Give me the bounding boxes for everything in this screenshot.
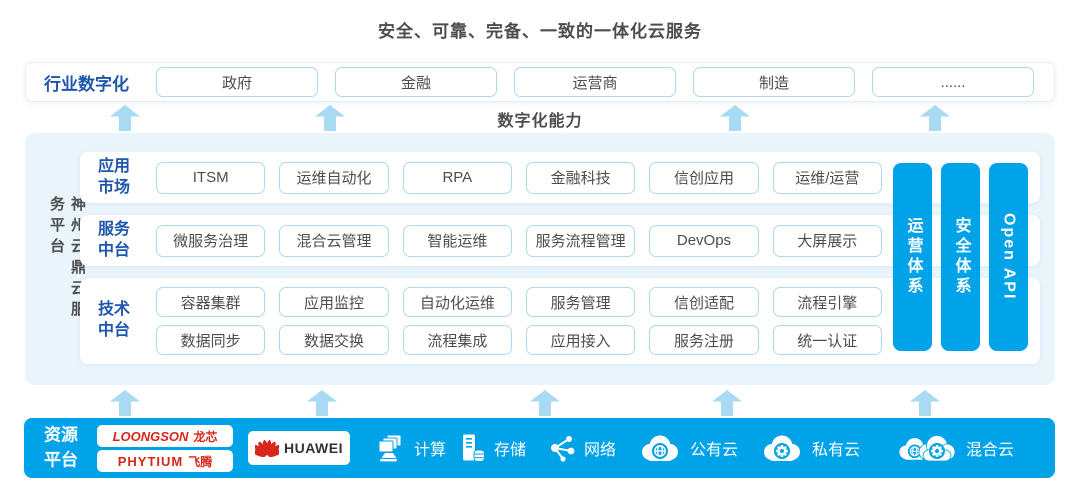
page-title: 安全、可靠、完备、一致的一体化云服务	[378, 22, 702, 41]
resource-item-label: 存储	[494, 442, 527, 459]
loongson-wordmark: LOONGSON	[112, 428, 189, 444]
resource-bar: 资源平台 LOONGSON 龙芯 PHYTIUM 飞腾	[24, 418, 1055, 478]
capability-box: 容器集群	[156, 287, 266, 317]
capability-box: 服务管理	[525, 287, 636, 317]
huawei-flower-icon	[255, 440, 279, 458]
capability-box: DevOps	[649, 224, 759, 257]
industry-row-label: 行业数字化	[44, 74, 129, 94]
loongson-logo: LOONGSON 龙芯	[97, 425, 233, 447]
row-app-market: 应用市场 ITSM 运维自动化 RPA 金融科技 信创应用 运维/运营	[80, 152, 1040, 203]
row-service-platform: 服务中台 微服务治理 混合云管理 智能运维 服务流程管理 DevOps 大屏展示	[80, 215, 1040, 266]
row-label: 技术中台	[98, 301, 131, 339]
capability-label: 数字化能力	[497, 113, 583, 130]
capability-box: 智能运维	[402, 224, 512, 257]
capability-box: 服务流程管理	[525, 224, 636, 257]
capability-box: 大屏展示	[772, 224, 882, 257]
capability-box: 微服务治理	[156, 224, 266, 257]
loongson-cn-label: 龙芯	[193, 429, 218, 444]
industry-item: 制造	[693, 67, 855, 97]
network-icon	[551, 435, 575, 462]
row-label: 服务中台	[98, 220, 131, 259]
capability-box: ITSM	[156, 161, 266, 194]
up-arrow-icon	[307, 390, 337, 416]
industry-item: 金融	[335, 67, 497, 97]
industry-boxes: 政府 金融 运营商 制造 ......	[156, 67, 1034, 97]
row-line: 容器集群 应用监控 自动化运维 服务管理 信创适配 流程引擎	[156, 287, 882, 317]
resource-item-label: 网络	[584, 442, 617, 459]
capability-box: 信创应用	[649, 161, 759, 194]
capability-box: RPA	[402, 161, 512, 194]
capability-box: 混合云管理	[279, 224, 389, 257]
capability-box: 运维/运营	[772, 161, 882, 194]
compute-icon	[378, 434, 402, 462]
industry-item: 运营商	[514, 67, 676, 97]
capability-box: 数据同步	[156, 325, 266, 355]
pillar-open-api: Open API	[989, 163, 1028, 351]
resource-item-storage: 存储	[458, 418, 526, 478]
huawei-wordmark: HUAWEI	[284, 440, 343, 456]
capability-box: 应用监控	[279, 287, 389, 317]
capability-box: 流程集成	[402, 325, 512, 355]
resource-item-private-cloud: 私有云	[760, 418, 860, 478]
phytium-logo: PHYTIUM 飞腾	[97, 450, 233, 472]
capability-box: 应用接入	[525, 325, 636, 355]
platform-rows: 应用市场 ITSM 运维自动化 RPA 金融科技 信创应用 运维/运营 服务中台…	[80, 133, 1040, 385]
capability-box: 信创适配	[649, 287, 759, 317]
capability-box: 统一认证	[772, 325, 882, 355]
industry-item: ......	[872, 67, 1034, 97]
up-arrow-icon	[712, 390, 742, 416]
resource-item-network: 网络	[548, 418, 616, 478]
phytium-cn-label: 飞腾	[188, 454, 213, 469]
row-tech-platform: 技术中台 容器集群 应用监控 自动化运维 服务管理 信创适配 流程引擎 数据同步…	[80, 278, 1040, 364]
capability-box: 服务注册	[649, 325, 759, 355]
pillar-operation-system: 运营体系	[893, 163, 932, 351]
resource-item-compute: 计算	[376, 418, 446, 478]
row-label: 应用市场	[98, 157, 131, 196]
public-cloud-icon	[642, 435, 678, 461]
resource-item-hybrid-cloud: 混合云	[896, 418, 1014, 478]
row-lines: 容器集群 应用监控 自动化运维 服务管理 信创适配 流程引擎 数据同步 数据交换…	[156, 287, 882, 355]
storage-icon	[463, 434, 485, 462]
resource-item-label: 混合云	[966, 442, 1015, 459]
row-line: 数据同步 数据交换 流程集成 应用接入 服务注册 统一认证	[156, 325, 882, 355]
row-boxes: 微服务治理 混合云管理 智能运维 服务流程管理 DevOps 大屏展示	[156, 224, 882, 257]
resource-item-label: 计算	[414, 442, 447, 459]
huawei-logo: HUAWEI	[248, 431, 350, 465]
up-arrow-icon	[530, 390, 560, 416]
capability-box: 自动化运维	[402, 287, 512, 317]
up-arrow-icon	[910, 390, 940, 416]
resource-item-label: 私有云	[812, 442, 861, 459]
pillar-security-system: 安全体系	[941, 163, 980, 351]
resource-bar-label: 资源平台	[44, 425, 78, 469]
industry-row: 行业数字化 政府 金融 运营商 制造 ......	[25, 62, 1055, 102]
platform-block: 神州云鼎云服务平台 应用市场 ITSM 运维自动化 RPA 金融科技 信创应用 …	[25, 133, 1055, 385]
resource-item-label: 公有云	[690, 442, 739, 459]
resource-item-public-cloud: 公有云	[638, 418, 738, 478]
capability-box: 运维自动化	[279, 161, 389, 194]
phytium-wordmark: PHYTIUM	[117, 453, 184, 469]
capability-box: 金融科技	[525, 161, 636, 194]
capability-box: 流程引擎	[772, 287, 882, 317]
capability-box: 数据交换	[279, 325, 389, 355]
up-arrow-icon	[110, 390, 140, 416]
row-boxes: ITSM 运维自动化 RPA 金融科技 信创应用 运维/运营	[156, 161, 882, 194]
private-cloud-icon	[764, 435, 800, 461]
hybrid-cloud-icon	[899, 435, 956, 462]
vendor-logos: LOONGSON 龙芯 PHYTIUM 飞腾	[97, 425, 233, 472]
industry-item: 政府	[156, 67, 318, 97]
